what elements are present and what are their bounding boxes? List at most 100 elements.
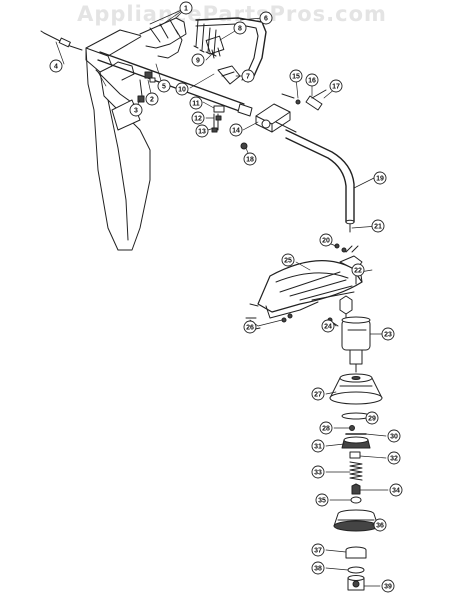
callout-circle — [319, 421, 333, 435]
callout-12: 12 — [191, 111, 205, 125]
callout-circle — [365, 411, 379, 425]
callout-label: 27 — [314, 392, 322, 399]
callout-label: 14 — [232, 128, 240, 135]
callout-label: 34 — [392, 488, 400, 495]
watermark: AppliancePartsPros.com — [77, 2, 387, 26]
throttle-cable — [40, 30, 83, 51]
callout-label: 38 — [314, 566, 322, 573]
callout-label: 5 — [162, 84, 166, 91]
callout-19: 19 — [373, 171, 387, 185]
callout-31: 31 — [311, 439, 325, 453]
callout-36: 36 — [373, 518, 387, 532]
callout-circle — [289, 69, 303, 83]
callout-4: 4 — [49, 59, 63, 73]
callout-6: 6 — [259, 11, 273, 25]
callout-13: 13 — [195, 124, 209, 138]
callout-circle — [129, 103, 143, 117]
callout-17: 17 — [329, 79, 343, 93]
callout-label: 35 — [318, 498, 326, 505]
trimmer-guard — [245, 243, 363, 331]
callout-label: 16 — [308, 78, 316, 85]
callout-circle — [373, 171, 387, 185]
callout-label: 2 — [150, 97, 154, 104]
callout-28: 28 — [319, 421, 333, 435]
callout-27: 27 — [311, 387, 325, 401]
callout-39: 39 — [381, 579, 395, 593]
callout-circle — [259, 11, 273, 25]
callout-7: 7 — [241, 69, 255, 83]
callout-circle — [311, 561, 325, 575]
callout-label: 19 — [376, 176, 384, 183]
callout-circle — [175, 82, 189, 96]
spool-hub-spring — [341, 436, 371, 504]
callout-circle — [191, 111, 205, 125]
callout-label: 18 — [246, 157, 254, 164]
callout-label: 3 — [134, 108, 138, 115]
callout-label: 31 — [314, 444, 322, 451]
callout-circle — [191, 53, 205, 67]
bump-knob — [345, 546, 367, 591]
callout-29: 29 — [365, 411, 379, 425]
callout-circle — [305, 73, 319, 87]
callout-circle — [195, 124, 209, 138]
callout-circle — [189, 96, 203, 110]
washers — [341, 412, 371, 435]
callout-label: 39 — [384, 584, 392, 591]
callout-circle — [243, 152, 257, 166]
callout-2: 2 — [145, 92, 159, 106]
callout-circle — [373, 518, 387, 532]
callout-circle — [311, 387, 325, 401]
callout-label: 26 — [246, 325, 254, 332]
callout-14: 14 — [229, 123, 243, 137]
callout-circle — [243, 320, 257, 334]
callout-23: 23 — [381, 327, 395, 341]
gearbox-head — [327, 295, 371, 373]
callout-label: 17 — [332, 84, 340, 91]
callout-circle — [389, 483, 403, 497]
callout-8: 8 — [233, 21, 247, 35]
callout-circle — [311, 439, 325, 453]
callout-30: 30 — [387, 429, 401, 443]
callout-label: 12 — [194, 116, 202, 123]
callout-label: 22 — [354, 268, 362, 275]
callout-20: 20 — [319, 233, 333, 247]
callout-33: 33 — [311, 465, 325, 479]
callout-circle — [311, 465, 325, 479]
callout-16: 16 — [305, 73, 319, 87]
callout-label: 6 — [264, 16, 268, 23]
loop-handle — [195, 17, 267, 85]
callout-circle — [381, 327, 395, 341]
callout-label: 37 — [314, 548, 322, 555]
callout-1: 1 — [179, 1, 193, 15]
callout-circle — [319, 233, 333, 247]
callout-circle — [145, 92, 159, 106]
callout-label: 33 — [314, 470, 322, 477]
callout-circle — [381, 579, 395, 593]
callout-circle — [241, 69, 255, 83]
callout-35: 35 — [315, 493, 329, 507]
callout-label: 29 — [368, 416, 376, 423]
callout-circle — [157, 79, 171, 93]
drive-shaft-lower — [285, 129, 355, 233]
callout-label: 8 — [238, 26, 242, 33]
callout-9: 9 — [191, 53, 205, 67]
callout-24: 24 — [321, 319, 335, 333]
callout-circle — [387, 451, 401, 465]
callout-circle — [387, 429, 401, 443]
callout-circle — [311, 543, 325, 557]
callout-label: 13 — [198, 129, 206, 136]
callout-label: 11 — [192, 101, 200, 108]
callout-38: 38 — [311, 561, 325, 575]
callout-32: 32 — [387, 451, 401, 465]
callout-circle — [371, 219, 385, 233]
callout-label: 1 — [184, 6, 188, 13]
callout-22: 22 — [351, 263, 365, 277]
spool-cover — [329, 373, 383, 405]
callout-circle — [233, 21, 247, 35]
callout-15: 15 — [289, 69, 303, 83]
callout-18: 18 — [243, 152, 257, 166]
callout-circle — [329, 79, 343, 93]
callout-label: 4 — [54, 64, 58, 71]
